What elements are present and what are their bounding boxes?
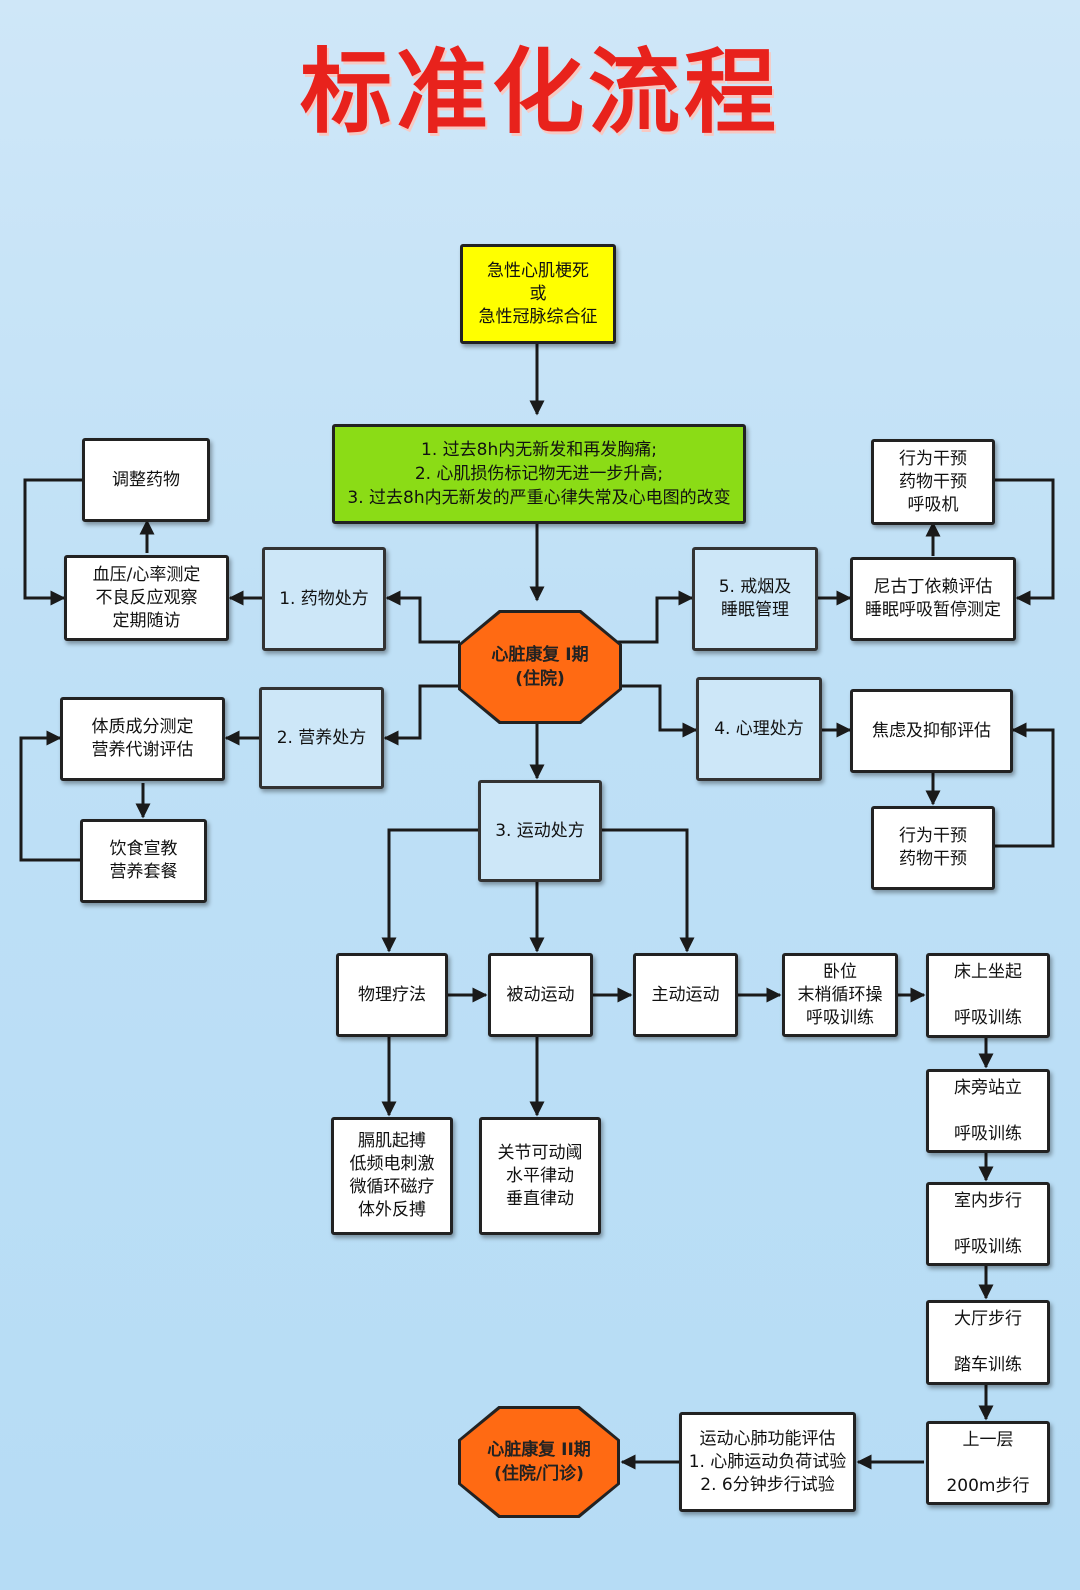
phase2-label: 心脏康复 II期 (住院/门诊) [461, 1409, 617, 1515]
passive-detail-box: 关节可动阈 水平律动 垂直律动 [479, 1117, 601, 1235]
supine-training-box: 卧位 末梢循环操 呼吸训练 [782, 953, 898, 1037]
upstairs-box: 上一层 200m步行 [926, 1421, 1050, 1505]
anxiety-assessment-box: 焦虑及抑郁评估 [850, 689, 1013, 773]
interventions-mid-box: 行为干预 药物干预 [871, 806, 995, 890]
active-exercise-box: 主动运动 [633, 953, 738, 1037]
physical-therapy-box: 物理疗法 [336, 953, 448, 1037]
criteria-box: 1. 过去8h内无新发和再发胸痛; 2. 心肌损伤标记物无进一步升高; 3. 过… [332, 424, 746, 524]
arrow-phase1-smoking [616, 590, 694, 644]
adjust-drug-box: 调整药物 [82, 438, 210, 522]
hall-walk-box: 大厅步行 踏车训练 [926, 1300, 1050, 1385]
nutrition-rx-box: 2. 营养处方 [259, 687, 384, 789]
physio-detail-box: 膈肌起搏 低频电刺激 微循环磁疗 体外反搏 [331, 1117, 453, 1235]
passive-exercise-box: 被动运动 [488, 953, 593, 1037]
arrow-exercise-physio [381, 828, 478, 953]
drug-rx-box: 1. 药物处方 [262, 547, 386, 651]
arrow-phase1-drug [385, 590, 460, 644]
arrow-interventions-loop-mid [995, 722, 1055, 848]
arrow-phase1-nutrition [383, 684, 460, 746]
cardio-eval-box: 运动心肺功能评估 1. 心肺运动负荷试验 2. 6分钟步行试验 [679, 1412, 856, 1512]
sit-up-box: 床上坐起 呼吸训练 [926, 953, 1050, 1038]
diet-education-box: 饮食宣教 营养套餐 [80, 819, 207, 903]
bedside-stand-box: 床旁站立 呼吸训练 [926, 1069, 1050, 1153]
phase1-label: 心脏康复 I期 (住院) [461, 613, 619, 721]
indoor-walk-box: 室内步行 呼吸训练 [926, 1182, 1050, 1266]
page-title: 标准化流程 [299, 39, 780, 146]
arrow-adjust-loop [23, 478, 82, 606]
exercise-rx-box: 3. 运动处方 [478, 780, 602, 882]
arrow-exercise-active [602, 828, 695, 953]
arrow-phase1-psych [616, 684, 698, 738]
body-composition-box: 体质成分测定 营养代谢评估 [60, 697, 225, 781]
bp-monitor-box: 血压/心率测定 不良反应观察 定期随访 [64, 555, 229, 641]
phase1-octagon: 心脏康复 I期 (住院) [458, 610, 622, 724]
arrow-interventions-loop-top [995, 478, 1055, 606]
nicotine-assessment-box: 尼古丁依赖评估 睡眠呼吸暂停测定 [850, 557, 1016, 641]
start-node-box: 急性心肌梗死 或 急性冠脉综合征 [460, 244, 616, 344]
phase2-octagon: 心脏康复 II期 (住院/门诊) [458, 1406, 620, 1518]
arrow-diet-loop [19, 730, 80, 862]
smoking-sleep-box: 5. 戒烟及 睡眠管理 [692, 547, 818, 651]
interventions-top-box: 行为干预 药物干预 呼吸机 [871, 439, 995, 525]
psych-rx-box: 4. 心理处方 [696, 677, 822, 781]
